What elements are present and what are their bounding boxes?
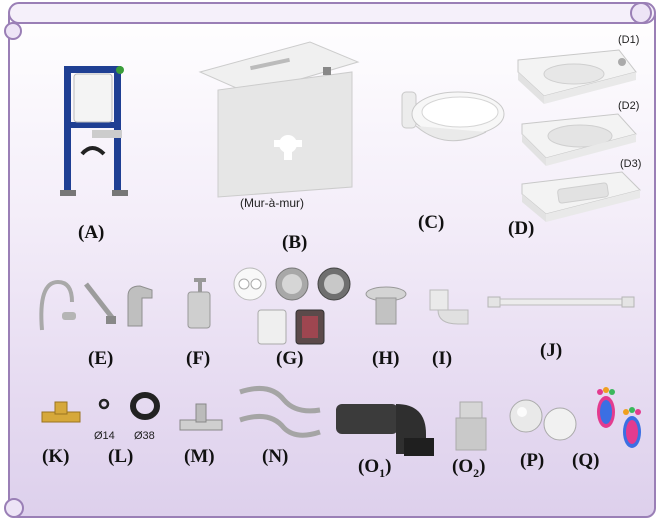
label-h: (H) [372,348,400,369]
label-a: (A) [78,222,105,243]
caption-d14: Ø14 [94,430,115,442]
o-ring-large-image [130,392,160,420]
basin-d3-image [521,171,641,222]
label-g: (G) [276,348,304,369]
caption-d2: (D2) [618,100,640,112]
label-o1-base: (O [358,456,380,477]
wall-frame-image [60,66,128,196]
label-o1: (O1) [358,456,391,481]
scroll-curl-bottom-left [4,498,24,518]
label-b: (B) [282,232,308,253]
label-d: (D) [508,218,535,239]
toilet-image [401,91,505,142]
label-k: (K) [42,446,70,467]
drain-image [365,286,407,325]
label-q: (Q) [572,450,600,471]
scroll-curl-top-left [4,22,22,40]
brass-tee-image [41,401,81,423]
knobs-image [509,399,577,441]
flex-hoses-image [239,385,321,438]
label-o1-sub: 1 [379,465,386,480]
reducer-image [455,401,487,451]
label-n: (N) [262,446,289,467]
label-o1-end: ) [385,456,392,477]
scroll-top-roll [8,2,656,24]
label-c: (C) [418,212,445,233]
elbow-image [429,289,469,325]
basin-d1-image [517,49,637,104]
o-ring-small-image [98,398,110,410]
soap-dispenser-image [187,278,211,329]
footprints-icon [597,387,641,448]
pipe-image [487,296,635,308]
label-e: (E) [88,348,114,369]
caption-d38: Ø38 [134,430,155,442]
caption-d1: (D1) [618,34,640,46]
caption-mur-a-mur: (Mur-à-mur) [240,196,304,210]
basin-d2-image [521,113,637,166]
label-o2: (O2) [452,456,485,481]
caption-d3: (D3) [620,158,642,170]
label-o2-end: ) [479,456,486,477]
label-m: (M) [184,446,215,467]
pan-connector-image [336,404,434,456]
wall-box-image [198,41,360,198]
label-j: (J) [540,340,563,361]
label-f: (F) [186,348,211,369]
flush-plates-image [233,267,351,345]
faucet-images [39,279,153,331]
scroll-curl-top-right [630,2,652,24]
label-p: (P) [520,450,545,471]
valve-image [179,403,223,431]
label-i: (I) [432,348,453,369]
label-l: (L) [108,446,134,467]
label-o2-sub: 2 [473,465,480,480]
label-o2-base: (O [452,456,474,477]
